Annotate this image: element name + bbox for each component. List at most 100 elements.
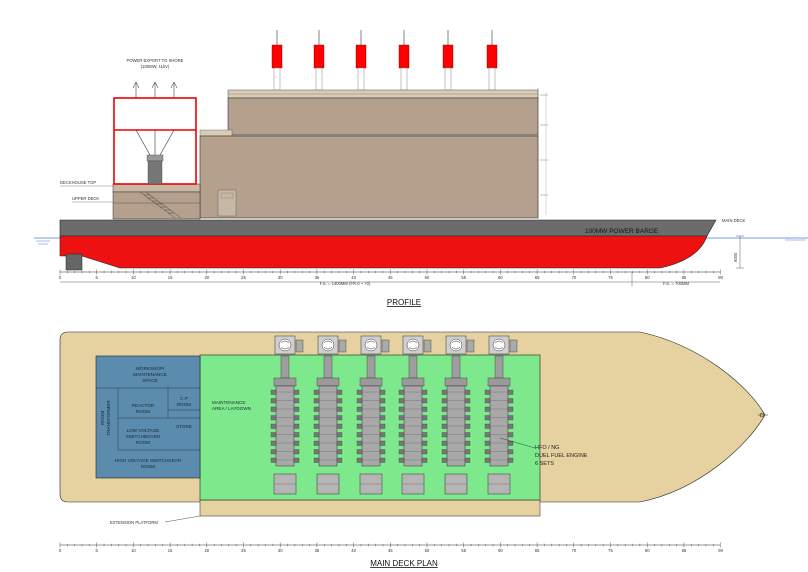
room-workshop-1: WORKSHOP/ [136,366,165,371]
engine-set [356,335,390,495]
room-reactor-1: REACTOR [132,403,155,408]
deckhouse [112,191,201,220]
scale-tick-label: 15 [168,275,173,280]
transformer-unit [147,160,163,185]
scale-tick-label: 50 [425,548,430,553]
profile-title: PROFILE [387,298,421,307]
scale-tick-label: 0 [59,548,62,553]
deckhouse-plan [95,355,201,479]
scale-tick-label: 10 [131,548,136,553]
engine-callout-3: 6 SETS [535,461,554,467]
room-workshop-2: MAINTENANCE [133,372,166,377]
scale-tick-label: 35 [315,548,320,553]
power-export-label: POWER EXPORT TO SHORE [127,58,184,63]
power-export-tower [113,81,197,185]
hull-underwater [59,235,708,269]
depth-dimension: 6000 [733,252,738,262]
maintenance-area-1: MAINTENANCE [212,400,245,405]
scale-tick-label: 40 [351,275,356,280]
power-export-sublabel: (100MW, 11kV) [141,64,170,69]
engine-set [441,335,475,495]
scale-tick-label: 65 [535,548,540,553]
scale-tick-label: 20 [204,275,209,280]
exhaust-stack [313,30,325,91]
room-cp-2: ROOM [177,402,191,407]
frame-scale-profile: 0 5 10 15 20 25 30 35 40 45 50 55 60 65 70 75 80 85 90 [59,269,724,280]
frame-spacing-right: F.S. = 700MM [663,281,689,286]
maintenance-area-2: AREA / LAYDOWN [212,406,251,411]
extension-platform [199,499,541,517]
plan-title: MAIN DECK PLAN [370,559,438,568]
exhaust-stack [486,30,498,91]
scale-tick-label: 15 [168,548,173,553]
room-transformer-2: TRANSFORMER [106,400,111,436]
scale-tick-label: 40 [351,548,356,553]
upper-superstructure [227,97,539,136]
scale-tick-label: 45 [388,548,393,553]
scale-tick-label: 55 [461,275,466,280]
room-hv-1: HIGH VOLTAGE SWITCHGEAR [115,458,182,463]
engine-set [484,335,518,495]
scale-tick-label: 60 [498,275,503,280]
engine-sets [270,335,518,495]
exhaust-stack [271,30,283,91]
frame-scale-plan: 0 5 10 15 20 25 30 35 40 45 50 55 60 65 70 75 80 85 90 [59,542,724,553]
lower-superstructure [199,135,539,219]
room-hv-2: ROOM [141,464,155,469]
room-lv-1: LOW VOLTAGE [127,428,160,433]
exhaust-stacks [271,30,498,91]
scale-tick-label: 45 [388,275,393,280]
scale-tick-label: 5 [96,548,99,553]
engine-set [313,335,347,495]
engine-callout-1: HFO / NG [535,445,559,451]
scale-tick-label: 25 [241,548,246,553]
room-lv-2: SWITCHBOARD [126,434,161,439]
main-deck-label: MAIN DECK [722,218,745,223]
exhaust-stack [398,30,410,91]
scale-tick-label: 70 [571,548,576,553]
scale-tick-label: 70 [571,275,576,280]
scale-tick-label: 85 [682,548,687,553]
exhaust-stack [355,30,367,91]
room-lv-3: ROOM [136,440,150,445]
upper-deck-label: UPPER DECK [72,196,99,201]
room-reactor-2: ROOM [136,409,150,414]
scale-tick-label: 75 [608,548,613,553]
deck-plan-view: WORKSHOP/ MAINTENANCE SPACE REACTOR ROOM… [59,331,768,568]
scale-tick-label: 90 [718,275,723,280]
scale-tick-label: 25 [241,275,246,280]
deckhouse-top-label: DECKHOUSE TOP [60,180,96,185]
scale-tick-label: 5 [96,275,99,280]
engine-set [398,335,432,495]
scale-tick-label: 20 [204,548,209,553]
scale-tick-label: 90 [718,548,723,553]
room-store: STORE [176,424,192,429]
engine-set [270,335,304,495]
scale-tick-label: 50 [425,275,430,280]
deckhouse-top-level [112,183,201,193]
scale-tick-label: 0 [59,275,62,280]
frame-spacing-left: F.S. = 1400MM (FR.0 ~ 70) [320,281,371,286]
scale-tick-label: 30 [278,548,283,553]
scale-tick-label: 80 [645,275,650,280]
scale-tick-label: 10 [131,275,136,280]
scale-tick-label: 85 [682,275,687,280]
skeg [65,253,83,271]
scale-tick-label: 65 [535,275,540,280]
engine-callout-2: DUEL FUEL ENGINE [535,453,588,459]
extension-platform-label: EXTENSION PLATFORM [110,520,158,525]
scale-tick-label: 60 [498,548,503,553]
barge-name: 100MW POWER BARGE [585,228,659,235]
scale-tick-label: 55 [461,548,466,553]
scale-tick-label: 35 [315,275,320,280]
profile-view: 0 5 10 15 20 25 30 35 40 45 50 55 60 65 70 75 80 85 90 POW… [34,30,808,307]
room-cp-1: C.P [180,396,188,401]
stairs [139,191,182,219]
scale-tick-label: 75 [608,275,613,280]
room-workshop-3: SPACE [142,378,157,383]
scale-tick-label: 30 [278,275,283,280]
room-transformer-1: ROOM [100,411,105,425]
exhaust-stack [442,30,454,91]
scale-tick-label: 80 [645,548,650,553]
